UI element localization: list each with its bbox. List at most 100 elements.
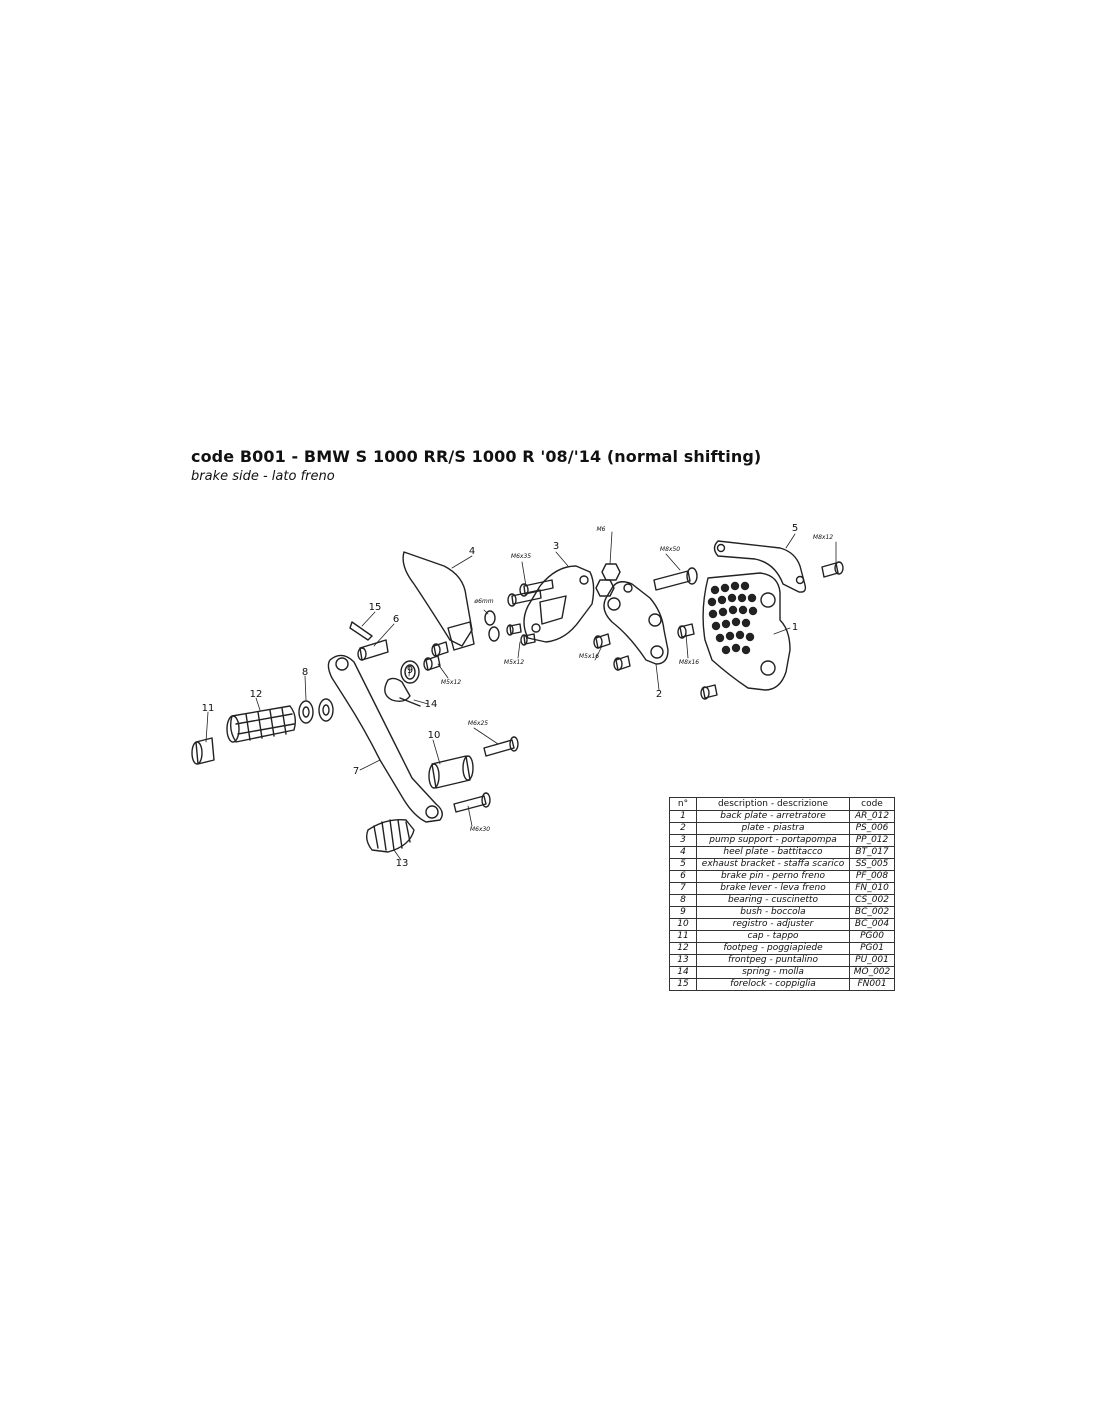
row-number: 9	[669, 906, 697, 919]
dim-m6x35: M6x35	[510, 553, 532, 560]
callout-4: 4	[468, 546, 476, 557]
dim-m6x30: M6x30	[469, 826, 491, 833]
forelock-part	[349, 621, 373, 641]
row-number: 13	[669, 954, 697, 967]
dim-m8x16: M8x16	[678, 659, 700, 666]
row-description: heel plate - battitacco	[696, 846, 850, 859]
cap-part	[191, 737, 215, 765]
parts-table-header: n° description - descrizione code	[669, 797, 895, 811]
bolt-m8x50	[653, 567, 698, 591]
row-number: 5	[669, 858, 697, 871]
row-description: forelock - coppiglia	[696, 978, 850, 991]
row-code: FN001	[849, 978, 895, 991]
spring-part	[384, 677, 421, 707]
brake-lever-part	[327, 654, 443, 823]
row-code: SS_005	[849, 858, 895, 871]
bearing-part	[298, 698, 334, 724]
row-description: brake lever - leva freno	[696, 882, 850, 895]
row-code: PG00	[849, 930, 895, 943]
row-number: 12	[669, 942, 697, 955]
callout-3: 3	[552, 541, 560, 552]
row-description: frontpeg - puntalino	[696, 954, 850, 967]
dim-m6x25: M6x25	[467, 720, 489, 727]
row-number: 10	[669, 918, 697, 931]
leader-lines	[205, 531, 837, 861]
bolt-m6x35	[507, 579, 554, 607]
screw-m8x12	[821, 561, 844, 578]
callout-12: 12	[249, 689, 263, 700]
row-code: CS_002	[849, 894, 895, 907]
row-description: footpeg - poggiapiede	[696, 942, 850, 955]
row-code: PU_001	[849, 954, 895, 967]
screw-m5x12-heel	[423, 641, 449, 671]
row-description: bush - boccola	[696, 906, 850, 919]
callout-9: 9	[406, 665, 414, 676]
callout-6: 6	[392, 614, 400, 625]
row-description: plate - piastra	[696, 822, 850, 835]
row-code: BC_002	[849, 906, 895, 919]
callout-8: 8	[301, 667, 309, 678]
header-code: code	[849, 797, 895, 811]
dim-m8x50: M8x50	[659, 546, 681, 553]
page-title: code B001 - BMW S 1000 RR/S 1000 R '08/'…	[191, 447, 762, 466]
row-description: cap - tappo	[696, 930, 850, 943]
row-description: bearing - cuscinetto	[696, 894, 850, 907]
back-plate-part	[702, 572, 791, 691]
row-description: back plate - arretratore	[696, 810, 850, 823]
callout-13: 13	[395, 858, 409, 869]
callout-1: 1	[791, 622, 799, 633]
dim-m5x12-a: M5x12	[503, 659, 525, 666]
row-number: 2	[669, 822, 697, 835]
dim-m6: M6	[596, 526, 606, 533]
callout-5: 5	[791, 523, 799, 534]
footpeg-part	[226, 705, 297, 743]
row-code: PG01	[849, 942, 895, 955]
row-code: PF_008	[849, 870, 895, 883]
callout-2: 2	[655, 689, 663, 700]
screw-m5x16	[593, 633, 631, 671]
row-description: registro - adjuster	[696, 918, 850, 931]
row-code: MO_002	[849, 966, 895, 979]
row-number: 8	[669, 894, 697, 907]
row-number: 4	[669, 846, 697, 859]
adjuster-part	[428, 755, 474, 789]
row-description: brake pin - perno freno	[696, 870, 850, 883]
row-number: 6	[669, 870, 697, 883]
row-code: FN_010	[849, 882, 895, 895]
bolt-m6x25	[483, 736, 519, 757]
screw-m5x12-pump	[506, 623, 536, 646]
row-description: spring - molla	[696, 966, 850, 979]
screw-m8x16	[677, 623, 718, 700]
spacers	[484, 610, 500, 642]
callout-7: 7	[352, 766, 360, 777]
row-number: 7	[669, 882, 697, 895]
row-number: 14	[669, 966, 697, 979]
row-description: pump support - portapompa	[696, 834, 850, 847]
row-code: AR_012	[849, 810, 895, 823]
brake-pin-part	[357, 639, 389, 661]
dim-m8x12: M8x12	[812, 534, 834, 541]
dim-m5x12-b: M5x12	[440, 679, 462, 686]
frontpeg-part	[365, 819, 415, 853]
page-subtitle: brake side - lato freno	[191, 469, 335, 484]
row-code: BC_004	[849, 918, 895, 931]
callout-14: 14	[424, 699, 438, 710]
pump-support-part	[523, 565, 595, 643]
header-description: description - descrizione	[696, 797, 850, 811]
row-number: 1	[669, 810, 697, 823]
dim-m5x16: M5x16	[578, 653, 600, 660]
